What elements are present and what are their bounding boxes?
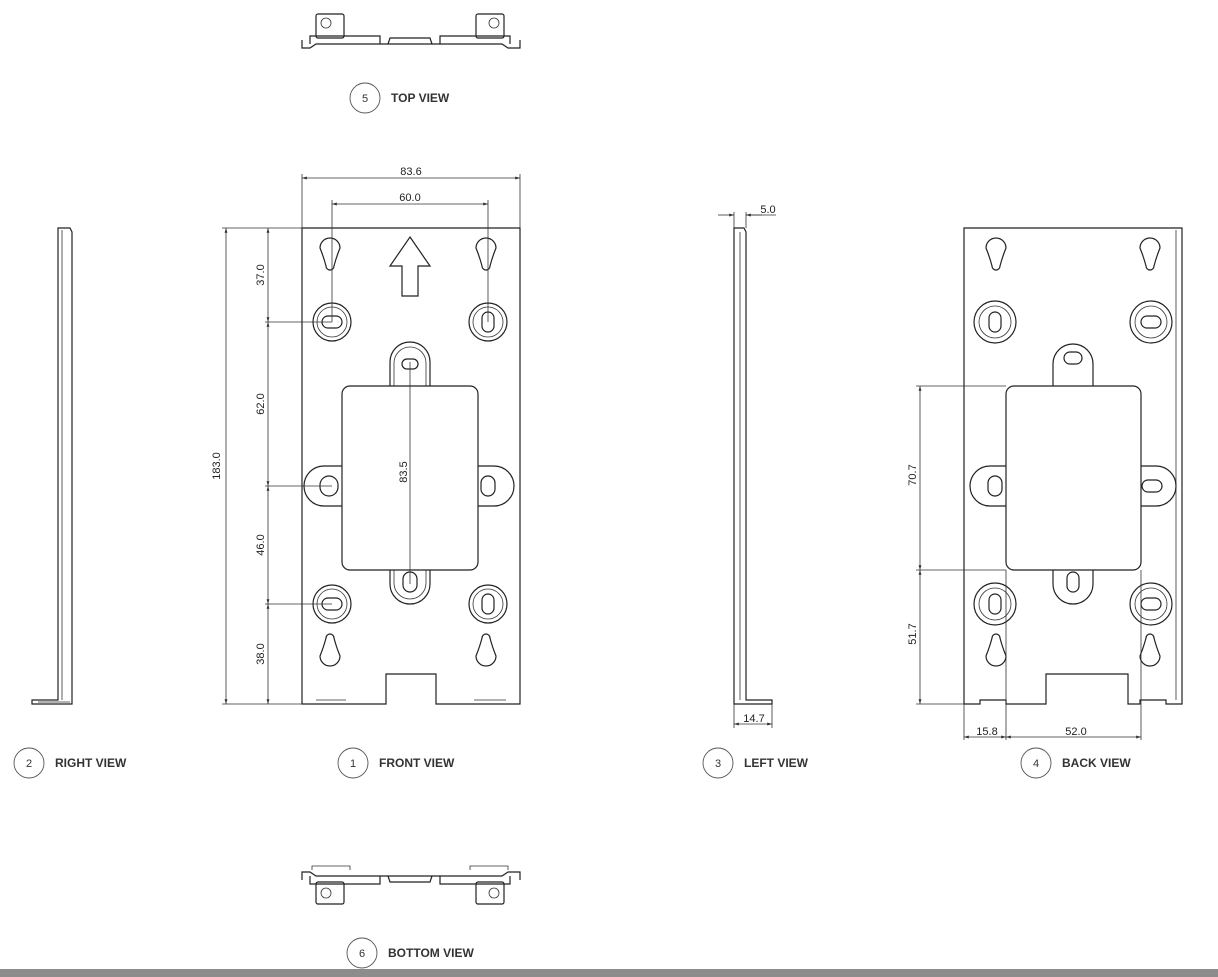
dim-front-center-slots: 83.5	[398, 461, 410, 482]
dim-front-total-height: 183.0	[211, 452, 223, 480]
dim-front-seg-top: 37.0	[255, 264, 267, 285]
dim-back-left-offset: 15.8	[976, 726, 997, 738]
dim-front-seg-bottom: 38.0	[255, 643, 267, 664]
view-title-top: TOP VIEW	[391, 91, 450, 105]
front-view-dimensions: 83.6 60.0 183.0 37.0 62.0 46.0 38.0 83.5	[211, 166, 520, 704]
left-view-dimensions: 5.0 14.7	[718, 204, 776, 726]
bottom-view-drawing	[301, 865, 521, 905]
dim-front-seg-upper-mid: 62.0	[255, 393, 267, 414]
view-title-bottom: BOTTOM VIEW	[388, 946, 474, 960]
top-view-drawing	[301, 13, 521, 49]
left-view-drawing	[733, 212, 773, 728]
dim-back-bottom-offset: 51.7	[907, 623, 919, 644]
dim-front-hole-spacing: 60.0	[399, 192, 420, 204]
view-label-front: 1 FRONT VIEW	[337, 747, 455, 779]
view-title-right: RIGHT VIEW	[55, 756, 127, 770]
view-label-back: 4 BACK VIEW	[1020, 747, 1131, 779]
view-title-left: LEFT VIEW	[744, 756, 809, 770]
view-number-top: 5	[362, 93, 368, 105]
dim-front-total-width: 83.6	[400, 166, 421, 178]
view-number-bottom: 6	[359, 948, 365, 960]
dim-front-seg-lower-mid: 46.0	[255, 534, 267, 555]
bottom-scroll-bar	[0, 969, 1218, 977]
dim-left-flange-depth: 14.7	[743, 713, 764, 725]
front-view-drawing	[222, 174, 521, 705]
right-view-drawing	[31, 227, 73, 705]
back-view-drawing	[916, 227, 1183, 740]
view-label-top: 5 TOP VIEW	[349, 82, 450, 114]
view-title-back: BACK VIEW	[1062, 756, 1131, 770]
view-label-bottom: 6 BOTTOM VIEW	[346, 937, 474, 969]
back-view-dimensions: 70.7 51.7 15.8 52.0	[907, 386, 1141, 739]
view-number-right: 2	[26, 758, 32, 770]
view-number-back: 4	[1033, 758, 1039, 770]
dim-back-plate-height: 70.7	[907, 464, 919, 485]
dim-back-plate-width: 52.0	[1065, 726, 1086, 738]
view-number-front: 1	[350, 758, 356, 770]
view-title-front: FRONT VIEW	[379, 756, 455, 770]
view-number-left: 3	[715, 758, 721, 770]
view-label-right: 2 RIGHT VIEW	[13, 747, 127, 779]
view-label-left: 3 LEFT VIEW	[702, 747, 809, 779]
dim-left-thickness-top: 5.0	[760, 204, 775, 216]
